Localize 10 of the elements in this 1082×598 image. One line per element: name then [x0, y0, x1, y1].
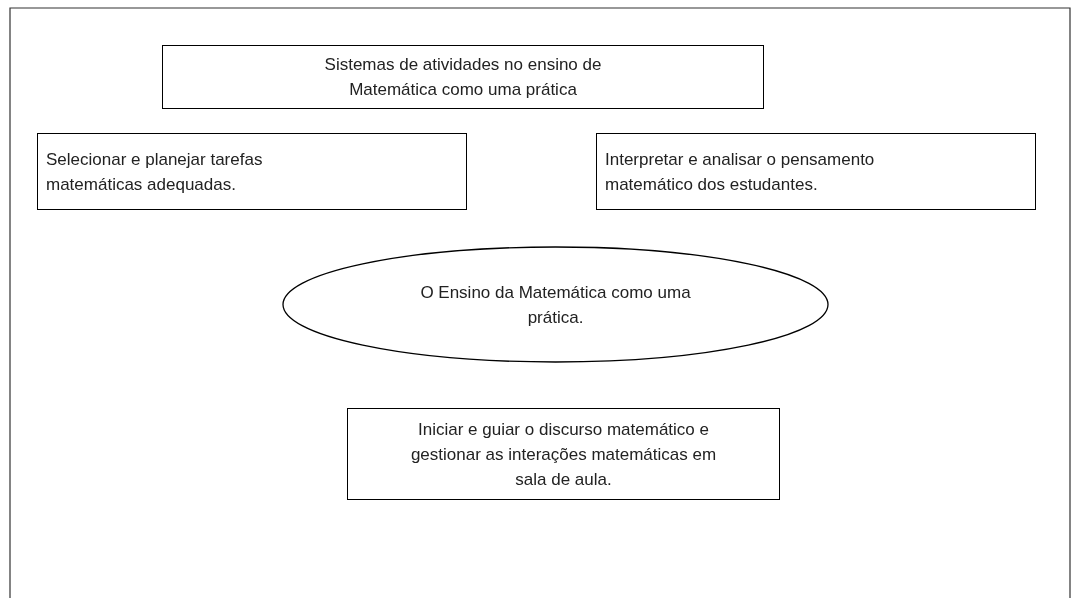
text-box — [37, 133, 467, 210]
box-text: Sistemas de atividades no ensino de Matemática como uma prática — [323, 54, 603, 101]
box-text: O Ensino da Matemática como uma prática. — [419, 281, 692, 329]
box-text: Interpretar e analisar o pensamento matemático dos estudantes. — [605, 148, 876, 196]
box-text: Selecionar e planejar tarefas matemáticas adequadas. — [46, 148, 264, 196]
text-box — [347, 408, 780, 500]
text-box — [162, 45, 764, 109]
concept-ellipse — [282, 246, 829, 363]
text-box — [596, 133, 1036, 210]
box-text: Iniciar e guiar o discurso matemático e gestionar as interações matemáticas em sala de aula. — [409, 418, 718, 491]
